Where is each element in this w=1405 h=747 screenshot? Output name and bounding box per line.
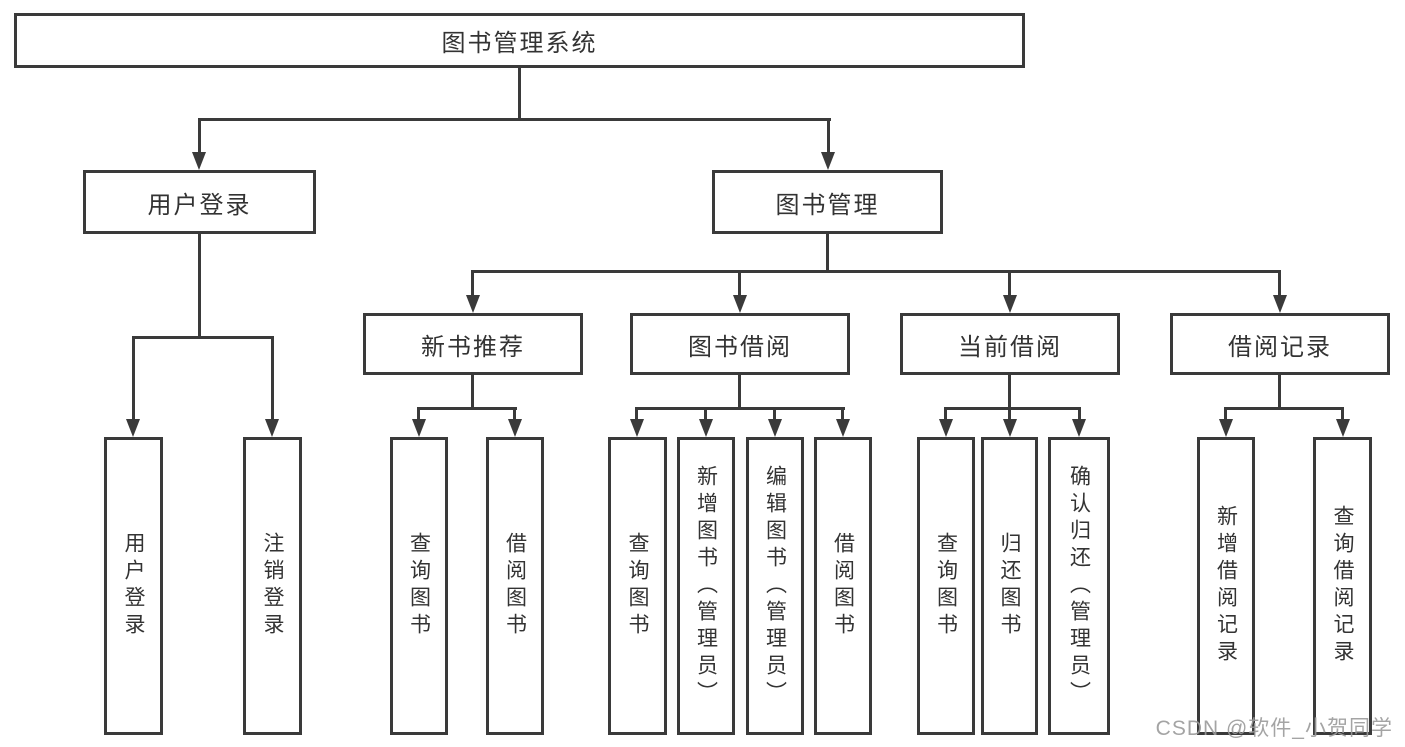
node-root-label: 图书管理系统 [441, 30, 598, 57]
connector-line [132, 336, 274, 339]
arrowhead-down-icon [630, 419, 644, 437]
connector-line [518, 68, 521, 118]
connector-line [738, 375, 741, 407]
node-user-login-label: 用户登录 [147, 191, 252, 219]
leaf-query-borrow-record: 查询借阅记录 [1313, 437, 1372, 735]
connector-line [704, 407, 707, 419]
connector-line [1008, 375, 1011, 407]
arrowhead-down-icon [1003, 295, 1017, 313]
leaf-logout: 注销登录 [243, 437, 302, 735]
connector-line [1008, 407, 1011, 419]
arrowhead-down-icon [1336, 419, 1350, 437]
connector-line [635, 407, 845, 410]
arrowhead-down-icon [821, 152, 835, 170]
leaf-query-books-borrowing: 查询图书 [608, 437, 667, 735]
connector-line [827, 118, 830, 152]
connector-line [471, 270, 474, 295]
connector-line [471, 375, 474, 407]
connector-line [417, 407, 420, 419]
arrowhead-down-icon [466, 295, 480, 313]
node-current-borrowing: 当前借阅 [900, 313, 1120, 375]
arrowhead-down-icon [1219, 419, 1233, 437]
arrowhead-down-icon [508, 419, 522, 437]
arrowhead-down-icon [1273, 295, 1287, 313]
leaf-add-book-admin: 新增图书（管理员） [677, 437, 735, 735]
connector-line [1224, 407, 1343, 410]
csdn-watermark: CSDN @软件_小贺同学 [1155, 717, 1393, 740]
leaf-query-books-label: 查询图书 [934, 532, 958, 640]
connector-line [1278, 375, 1281, 407]
connector-line [198, 118, 201, 152]
leaf-query-books-newbook: 查询图书 [390, 437, 448, 735]
leaf-query-books-current: 查询图书 [917, 437, 975, 735]
connector-line [271, 336, 274, 419]
node-book-borrowing: 图书借阅 [630, 313, 850, 375]
leaf-return-books-label: 归还图书 [998, 532, 1021, 640]
connector-line [417, 407, 517, 410]
leaf-query-borrow-record-label: 查询借阅记录 [1331, 505, 1354, 667]
leaf-user-login: 用户登录 [104, 437, 163, 735]
connector-line [826, 234, 829, 270]
node-current-borrowing-label: 当前借阅 [958, 333, 1062, 361]
leaf-edit-book-admin: 编辑图书（管理员） [746, 437, 804, 735]
arrowhead-down-icon [1003, 419, 1017, 437]
arrowhead-down-icon [939, 419, 953, 437]
leaf-borrow-books-label: 借阅图书 [831, 532, 855, 640]
leaf-user-login-label: 用户登录 [122, 532, 145, 640]
arrowhead-down-icon [265, 419, 279, 437]
leaf-add-book-admin-label: 新增图书（管理员） [694, 464, 718, 708]
node-book-management: 图书管理 [712, 170, 943, 234]
connector-line [198, 118, 831, 121]
connector-line [471, 270, 1281, 273]
connector-line [738, 270, 741, 295]
connector-line [1224, 407, 1227, 419]
node-borrow-records: 借阅记录 [1170, 313, 1390, 375]
leaf-query-books-label: 查询图书 [626, 532, 649, 640]
connector-line [944, 407, 1081, 410]
connector-line [773, 407, 776, 419]
connector-line [1008, 270, 1011, 295]
node-new-book-recommend-label: 新书推荐 [421, 333, 525, 361]
node-book-borrowing-label: 图书借阅 [688, 333, 792, 361]
leaf-add-borrow-record-label: 新增借阅记录 [1214, 505, 1238, 667]
connector-line [198, 234, 201, 336]
node-new-book-recommend: 新书推荐 [363, 313, 583, 375]
arrowhead-down-icon [412, 419, 426, 437]
node-user-login: 用户登录 [83, 170, 316, 234]
leaf-return-books: 归还图书 [981, 437, 1038, 735]
leaf-edit-book-admin-label: 编辑图书（管理员） [763, 464, 787, 708]
connector-line [944, 407, 947, 419]
leaf-query-books-label: 查询图书 [407, 532, 431, 640]
leaf-add-borrow-record: 新增借阅记录 [1197, 437, 1255, 735]
node-borrow-records-label: 借阅记录 [1228, 333, 1332, 361]
leaf-borrow-books-borrowing: 借阅图书 [814, 437, 872, 735]
connector-line [132, 336, 135, 419]
arrowhead-down-icon [836, 419, 850, 437]
leaf-confirm-return-admin-label: 确认归还（管理员） [1067, 464, 1091, 708]
arrowhead-down-icon [733, 295, 747, 313]
connector-line [841, 407, 844, 419]
connector-line [1278, 270, 1281, 295]
arrowhead-down-icon [699, 419, 713, 437]
connector-line [1078, 407, 1081, 419]
connector-line [513, 407, 516, 419]
arrowhead-down-icon [768, 419, 782, 437]
node-root-library-system: 图书管理系统 [14, 13, 1025, 68]
node-book-management-label: 图书管理 [775, 191, 880, 219]
leaf-borrow-books-label: 借阅图书 [503, 532, 527, 640]
connector-line [1341, 407, 1344, 419]
connector-line [635, 407, 638, 419]
arrowhead-down-icon [1072, 419, 1086, 437]
leaf-logout-label: 注销登录 [261, 532, 284, 640]
arrowhead-down-icon [192, 152, 206, 170]
arrowhead-down-icon [126, 419, 140, 437]
leaf-borrow-books-newbook: 借阅图书 [486, 437, 544, 735]
leaf-confirm-return-admin: 确认归还（管理员） [1048, 437, 1110, 735]
